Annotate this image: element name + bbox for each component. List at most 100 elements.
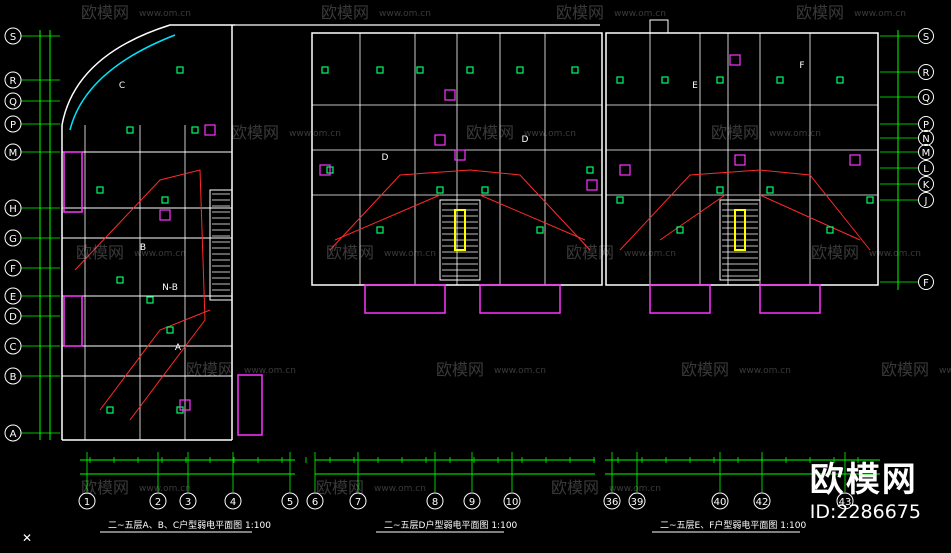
axis-bubble-right bbox=[918, 64, 934, 80]
data-outlet-symbol bbox=[586, 166, 594, 174]
right-balcony-left bbox=[649, 284, 711, 314]
column-label: 7 bbox=[355, 497, 361, 508]
column-bubble bbox=[426, 492, 444, 510]
unit-label: F bbox=[799, 61, 804, 71]
axis-bubble-right bbox=[918, 130, 934, 146]
column-label: 39 bbox=[631, 497, 644, 508]
axis-label-left: G bbox=[9, 234, 17, 245]
watermark-url: www.om.cn bbox=[939, 366, 951, 376]
unit-label: D bbox=[522, 135, 529, 145]
column-bubble bbox=[753, 492, 771, 510]
right-building-outline bbox=[605, 32, 879, 286]
data-outlet-symbol bbox=[376, 226, 384, 234]
column-label: 36 bbox=[606, 497, 619, 508]
ucs-icon: ✕ bbox=[22, 531, 32, 545]
brand-id: ID:2286675 bbox=[809, 501, 921, 523]
axis-label-left: S bbox=[10, 32, 16, 43]
wiring-run bbox=[99, 309, 211, 411]
unit-label: C bbox=[119, 81, 125, 91]
watermark-brand: 欧模网 bbox=[321, 3, 369, 22]
data-outlet-symbol bbox=[516, 66, 524, 74]
column-label: 10 bbox=[506, 497, 519, 508]
data-outlet-symbol bbox=[176, 66, 184, 74]
data-outlet-symbol bbox=[376, 66, 384, 74]
sanitary-fixture-symbol bbox=[619, 164, 631, 176]
sanitary-fixture-symbol bbox=[586, 179, 598, 191]
watermark-url: www.om.cn bbox=[139, 9, 191, 19]
column-label: 8 bbox=[432, 497, 438, 508]
watermark-brand: 欧模网 bbox=[566, 243, 614, 262]
watermark-brand: 欧模网 bbox=[711, 123, 759, 142]
watermark-url: www.om.cn bbox=[244, 366, 296, 376]
axis-bubble-right bbox=[918, 144, 934, 160]
symbol-layer bbox=[96, 54, 874, 414]
column-label: 9 bbox=[469, 497, 475, 508]
axis-label-right: Q bbox=[922, 93, 930, 104]
axis-label-left: E bbox=[10, 292, 16, 303]
sanitary-fixture-symbol bbox=[454, 149, 466, 161]
wiring-run bbox=[479, 194, 586, 241]
axis-label-left: A bbox=[10, 429, 17, 440]
sanitary-fixture-symbol bbox=[444, 89, 456, 101]
axis-label-left: F bbox=[10, 264, 16, 275]
left-stair bbox=[209, 189, 233, 301]
axis-bubble-left bbox=[4, 307, 22, 325]
wiring-run bbox=[619, 169, 871, 251]
watermark-url: www.om.cn bbox=[374, 484, 426, 494]
wiring-run bbox=[74, 169, 206, 421]
axis-bubble-left bbox=[4, 92, 22, 110]
watermark-brand: 欧模网 bbox=[466, 123, 514, 142]
watermark-url: www.om.cn bbox=[379, 9, 431, 19]
data-outlet-symbol bbox=[466, 66, 474, 74]
axis-bubble-right bbox=[918, 274, 934, 290]
axis-label-left: H bbox=[9, 204, 17, 215]
column-bubble bbox=[463, 492, 481, 510]
watermark-url: www.om.cn bbox=[139, 484, 191, 494]
wiring-run bbox=[759, 194, 861, 241]
axis-label-right: M bbox=[922, 148, 931, 159]
watermark-brand: 欧模网 bbox=[796, 3, 844, 22]
axis-bubble-left bbox=[4, 287, 22, 305]
axis-bubble-right bbox=[918, 160, 934, 176]
unit-label: E bbox=[692, 81, 698, 91]
axis-label-left: R bbox=[10, 76, 17, 87]
data-outlet-symbol bbox=[716, 186, 724, 194]
axis-label-right: S bbox=[923, 32, 929, 43]
column-bubble bbox=[628, 492, 646, 510]
column-label: 3 bbox=[185, 497, 191, 508]
axis-label-right: K bbox=[923, 180, 930, 191]
axis-bubble-left bbox=[4, 143, 22, 161]
wiring-run bbox=[329, 169, 591, 251]
data-outlet-symbol bbox=[536, 226, 544, 234]
watermark-url: www.om.cn bbox=[384, 249, 436, 259]
curved-facade bbox=[61, 24, 235, 126]
axis-label-right: J bbox=[924, 196, 928, 207]
right-balcony-right bbox=[759, 284, 821, 314]
column-bubble bbox=[836, 492, 854, 510]
watermark-brand: 欧模网 bbox=[81, 3, 129, 22]
unit-label: D bbox=[382, 153, 389, 163]
data-outlet-symbol bbox=[191, 126, 199, 134]
axis-label-left: C bbox=[10, 342, 17, 353]
brand-logo: 欧模网 bbox=[809, 460, 918, 500]
axis-bubble-left bbox=[4, 27, 22, 45]
sanitary-fixture-symbol bbox=[434, 134, 446, 146]
column-label: 4 bbox=[230, 497, 236, 508]
column-bubble bbox=[224, 492, 242, 510]
watermark-url: www.om.cn bbox=[494, 366, 546, 376]
sanitary-fixture-symbol bbox=[849, 154, 861, 166]
data-outlet-symbol bbox=[661, 76, 669, 84]
watermark-brand: 欧模网 bbox=[551, 478, 599, 497]
sanitary-fixture-symbol bbox=[204, 124, 216, 136]
left-balcony-2 bbox=[63, 295, 83, 347]
column-bubble bbox=[78, 492, 96, 510]
axis-bubble-right bbox=[918, 89, 934, 105]
sanitary-fixture-symbol bbox=[734, 154, 746, 166]
watermark-brand: 欧模网 bbox=[231, 123, 279, 142]
axis-label-left: Q bbox=[9, 97, 17, 108]
data-outlet-symbol bbox=[116, 276, 124, 284]
data-outlet-symbol bbox=[836, 76, 844, 84]
wiring-run bbox=[334, 194, 441, 241]
axis-bubble-left bbox=[4, 367, 22, 385]
